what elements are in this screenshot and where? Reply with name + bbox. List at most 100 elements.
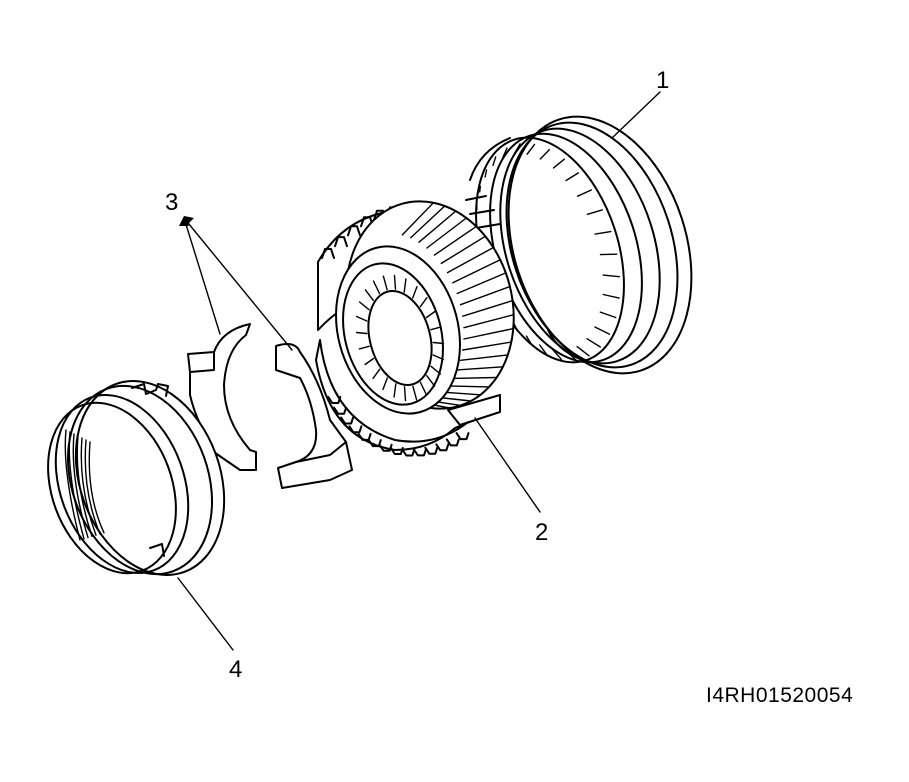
line-detail (426, 375, 436, 387)
line-detail (594, 230, 612, 235)
line-detail (358, 301, 370, 311)
line-detail (403, 278, 407, 293)
line-detail (433, 225, 477, 256)
part-2-synchronizer-hub (315, 200, 515, 457)
callout-4: 4 (229, 656, 242, 683)
line-detail (576, 345, 590, 357)
line-detail (432, 341, 445, 345)
line-detail (479, 185, 481, 193)
line-detail (525, 335, 533, 346)
line-detail (340, 416, 355, 425)
line-detail (602, 293, 620, 299)
line-detail (446, 246, 495, 274)
part-3-inserts (187, 323, 353, 489)
callout-3: 3 (165, 189, 178, 216)
line-detail (412, 385, 418, 401)
line-detail (430, 326, 442, 331)
line-detail (459, 285, 511, 306)
line-detail (602, 274, 621, 278)
line-detail (463, 314, 515, 329)
line-detail (526, 143, 536, 155)
line-detail (355, 331, 368, 335)
line-detail (412, 285, 418, 299)
line-detail (513, 143, 521, 155)
line-detail (599, 311, 617, 319)
line-detail (327, 396, 342, 404)
line-detail (364, 357, 375, 366)
line-detail (459, 354, 509, 361)
line-detail (419, 297, 428, 308)
leader-line-4 (177, 577, 234, 651)
line-detail (348, 425, 363, 434)
figure-code: I4RH01520054 (706, 684, 854, 707)
line-detail (382, 377, 388, 391)
leader-line-2 (474, 417, 541, 513)
line-detail (430, 365, 442, 375)
line-detail (463, 327, 514, 340)
line-detail (418, 210, 457, 243)
line-detail (403, 386, 407, 402)
line-detail (357, 432, 372, 441)
line-detail (586, 209, 603, 215)
line-detail (424, 446, 439, 455)
line-detail (68, 431, 85, 540)
line-detail (539, 148, 551, 160)
line-detail (80, 437, 97, 536)
part-4-synchronizer-ring (47, 380, 226, 576)
line-detail (76, 435, 93, 538)
line-detail (502, 147, 508, 159)
line-detail (333, 406, 348, 415)
callout-1: 1 (656, 67, 669, 94)
line-detail (393, 383, 397, 398)
line-detail (446, 385, 490, 388)
line-detail (452, 376, 498, 380)
line-detail (594, 326, 611, 335)
line-detail (321, 248, 335, 259)
callout-2: 2 (535, 519, 548, 546)
line-detail (401, 202, 435, 236)
line-detail (484, 169, 488, 178)
line-detail (440, 235, 486, 265)
line-detail (401, 448, 416, 457)
line-detail (347, 225, 361, 237)
line-detail (378, 443, 393, 452)
line-detail (393, 274, 397, 290)
line-detail (455, 432, 470, 441)
line-detail (358, 345, 370, 350)
line-detail (452, 259, 501, 284)
line-detail (445, 438, 460, 447)
leader-line-3b (183, 217, 293, 351)
line-detail (412, 448, 427, 457)
line-detail (372, 280, 381, 295)
line-detail (88, 441, 105, 534)
line-detail (426, 217, 468, 249)
line-detail (364, 289, 374, 301)
line-detail (552, 349, 563, 361)
line-detail (552, 158, 565, 169)
line-detail (355, 315, 368, 322)
arrowhead-3b (184, 216, 194, 226)
line-detail (539, 344, 548, 356)
line-detail (435, 443, 450, 452)
line-detail (382, 275, 388, 291)
line-detail (425, 310, 436, 319)
leader-lines (177, 91, 661, 651)
line-detail (456, 366, 504, 371)
line-detail (72, 433, 89, 539)
line-detail (372, 368, 381, 379)
line-detail (462, 341, 512, 351)
line-detail (410, 205, 446, 239)
line-detail (334, 236, 348, 248)
line-detail (456, 272, 507, 295)
line-detail (492, 156, 497, 166)
leader-line-1 (611, 91, 661, 139)
line-detail (419, 381, 428, 396)
line-detail (84, 439, 101, 535)
line-detail (576, 189, 592, 197)
leader-line-3a (183, 217, 221, 335)
line-detail (367, 439, 382, 448)
line-detail (462, 299, 514, 317)
line-detail (565, 172, 580, 182)
line-detail (64, 429, 81, 541)
